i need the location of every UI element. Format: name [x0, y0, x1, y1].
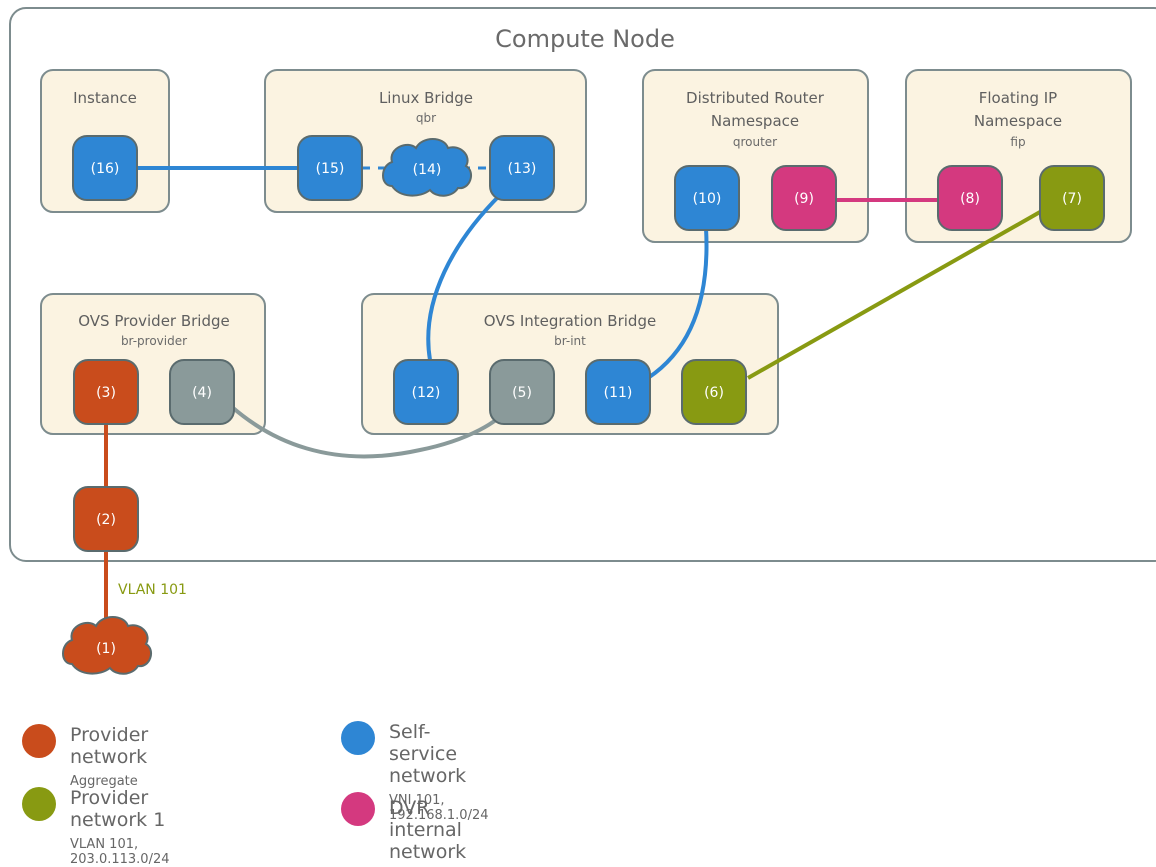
vlan-label: VLAN 101 — [118, 582, 187, 598]
ovs-integration-title: OVS Integration Bridge — [484, 312, 656, 330]
svg-text:(8): (8) — [960, 191, 980, 207]
svg-text:(6): (6) — [704, 385, 724, 401]
node-9: (9) — [771, 165, 837, 231]
fip-title-line1: Floating IP — [979, 89, 1057, 107]
legend-dot-dvr — [341, 792, 375, 826]
node-16: (16) — [72, 135, 138, 201]
svg-text:(7): (7) — [1062, 191, 1082, 207]
svg-text:(10): (10) — [693, 191, 722, 207]
dvr-title-line1: Distributed Router — [686, 89, 825, 107]
link-7-6 — [747, 210, 1041, 380]
svg-text:(2): (2) — [96, 512, 116, 528]
svg-text:(11): (11) — [604, 385, 633, 401]
node-8: (8) — [937, 165, 1003, 231]
svg-text:(15): (15) — [316, 161, 345, 177]
node-2: (2) — [73, 486, 139, 552]
dvr-title-line2: Namespace — [711, 112, 799, 130]
legend-title-provider: Provider network — [70, 724, 149, 768]
svg-text:(5): (5) — [512, 385, 532, 401]
fip-title-line2: Namespace — [974, 112, 1062, 130]
legend-title-provider1: Provider network 1 — [70, 787, 166, 831]
ovs-provider-title: OVS Provider Bridge — [78, 312, 230, 330]
node-1-cloud: (1) — [62, 616, 153, 675]
svg-text:(16): (16) — [91, 161, 120, 177]
dvr-sub: qrouter — [733, 135, 777, 149]
svg-text:(3): (3) — [96, 385, 116, 401]
legend-dvr: DVR internal network — [341, 792, 466, 863]
node-12: (12) — [393, 359, 459, 425]
fip-sub: fip — [1010, 135, 1025, 149]
link-4-5 — [230, 405, 508, 459]
svg-text:(1): (1) — [96, 641, 116, 657]
node-15: (15) — [297, 135, 363, 201]
legend-dot-provider — [22, 724, 56, 758]
link-10-11 — [646, 227, 709, 380]
svg-text:(13): (13) — [508, 161, 537, 177]
node-13: (13) — [489, 135, 555, 201]
legend-dot-selfservice — [341, 721, 375, 755]
legend-provider1: Provider network 1 VLAN 101, 203.0.113.0… — [22, 787, 170, 867]
legend-dot-provider1 — [22, 787, 56, 821]
node-14-cloud: (14) — [382, 138, 473, 197]
network-diagram: Compute Node Instance Linux Bridge qbr D… — [9, 7, 1156, 675]
linux-bridge-title: Linux Bridge — [379, 89, 473, 107]
ovs-provider-sub: br-provider — [121, 334, 187, 348]
compute-node-title: Compute Node — [495, 25, 675, 53]
node-11: (11) — [585, 359, 651, 425]
svg-text:(12): (12) — [412, 385, 441, 401]
legend-selfservice: Self-service network VNI 101, 192.168.1.… — [341, 721, 489, 823]
legend-title-dvr: DVR internal network — [389, 797, 467, 863]
link-13-12 — [426, 193, 502, 361]
legend-provider: Provider network Aggregate — [22, 724, 148, 789]
ovs-integration-bridge-box: OVS Integration Bridge br-int — [361, 293, 779, 435]
legend-sub-provider: Aggregate — [70, 774, 138, 789]
node-7: (7) — [1039, 165, 1105, 231]
node-6: (6) — [681, 359, 747, 425]
node-5: (5) — [489, 359, 555, 425]
svg-text:(9): (9) — [794, 191, 814, 207]
node-3: (3) — [73, 359, 139, 425]
ovs-integration-sub: br-int — [554, 334, 586, 348]
node-4: (4) — [169, 359, 235, 425]
instance-title: Instance — [73, 89, 137, 107]
svg-text:(14): (14) — [413, 162, 442, 178]
linux-bridge-sub: qbr — [416, 111, 436, 125]
legend-title-selfservice: Self-service network — [389, 721, 467, 787]
legend-sub-selfservice: VNI 101, 192.168.1.0/24 — [389, 793, 489, 823]
legend-sub-provider1: VLAN 101, 203.0.113.0/24 — [70, 837, 170, 867]
svg-text:(4): (4) — [192, 385, 212, 401]
node-10: (10) — [674, 165, 740, 231]
